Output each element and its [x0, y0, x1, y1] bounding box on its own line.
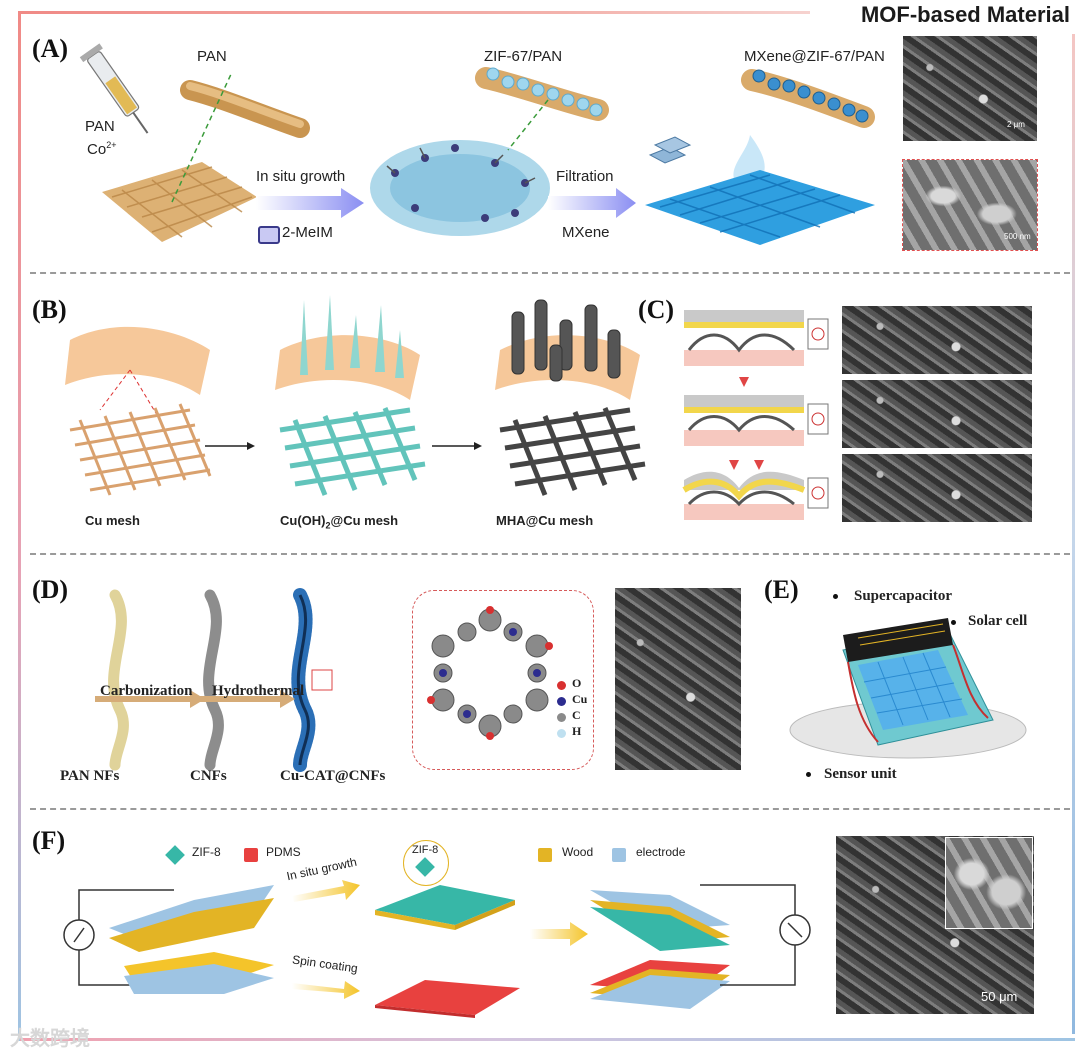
divider-3 — [30, 808, 1070, 810]
wood-legend-icon — [538, 848, 552, 862]
frame-right-border — [1072, 34, 1075, 1034]
arrow-b-2 — [432, 442, 482, 450]
mha-mesh — [495, 299, 646, 496]
legend-c-dot — [557, 713, 566, 722]
legend-o-label: O — [572, 676, 582, 690]
watermark: 大数跨境 — [10, 1028, 90, 1050]
f-in-situ-growth-label: In situ growth — [285, 854, 359, 884]
pdms-legend-label: PDMS — [266, 845, 301, 859]
arrow-b-1 — [205, 442, 255, 450]
sensor-unit-label: Sensor unit — [824, 766, 897, 782]
zif8-circle-label: ZIF-8 — [412, 844, 439, 856]
electrode-legend-label: electrode — [636, 845, 686, 859]
zif-pan-fiber — [475, 67, 609, 151]
fiber-conversion — [95, 588, 333, 772]
header-title: MOF-based Material — [860, 2, 1070, 27]
left-teng-circuit — [63, 885, 274, 994]
frame-top-border — [20, 11, 810, 14]
mof-structure-box — [412, 590, 594, 770]
sem-image-a-top — [903, 36, 1037, 141]
electrode-legend-icon — [612, 848, 626, 862]
cnfs-label: CNFs — [190, 768, 227, 784]
frame-bottom-border — [20, 1038, 1075, 1041]
pdms-coated-wood — [375, 980, 520, 1018]
melm-label: 2-MeIM — [282, 224, 333, 241]
supercapacitor-dot — [833, 594, 838, 599]
in-situ-growth-label: In situ growth — [256, 168, 346, 185]
pan-label: PAN — [197, 48, 227, 65]
zif8-legend-icon — [165, 845, 185, 865]
panel-d-label: (D) — [32, 575, 69, 604]
mxene-zif-fiber — [741, 69, 875, 128]
sem-image-c-3 — [842, 454, 1032, 522]
sensor-unit-dot — [806, 772, 811, 777]
supercapacitor-label: Supercapacitor — [854, 588, 953, 604]
spin-coating-label: Spin coating — [291, 952, 359, 976]
mxene-label: MXene — [562, 224, 610, 241]
legend-h-dot — [557, 729, 566, 738]
cu-mesh — [65, 326, 212, 496]
panel-e-label: (E) — [764, 575, 799, 604]
panel-a-label: (A) — [32, 34, 69, 63]
pan-fiber — [180, 80, 310, 138]
syringe-co-label: Co2+ — [87, 140, 117, 158]
panel-f-label: (F) — [32, 826, 66, 855]
zif-pan-label: ZIF-67/PAN — [484, 48, 563, 65]
syringe-icon — [79, 43, 149, 134]
panel-b-label: (B) — [32, 295, 67, 324]
mxene-mat — [645, 135, 875, 245]
legend-h-label: H — [572, 724, 582, 738]
pdms-legend-icon — [244, 848, 258, 862]
panel-c-label: (C) — [638, 295, 675, 324]
scale-bar-a-top: 2 μm — [1007, 120, 1025, 129]
mxene-zif-pan-label: MXene@ZIF-67/PAN — [744, 48, 885, 65]
legend-cu-label: Cu — [572, 692, 588, 706]
cu-cat-label: Cu-CAT@CNFs — [280, 768, 386, 784]
scale-bar-f: 50 μm — [981, 989, 1018, 1004]
mha-mesh-label: MHA@Cu mesh — [496, 513, 594, 528]
sem-image-f-inset — [945, 837, 1033, 929]
divider-2 — [30, 553, 1070, 555]
right-teng-circuit — [590, 884, 811, 1009]
hydrothermal-label: Hydrothermal — [212, 683, 305, 699]
solar-cell-label: Solar cell — [968, 613, 1028, 629]
solar-cell-dot — [951, 620, 956, 625]
self-powered-device — [789, 618, 1027, 759]
melm-molecule-icon — [258, 226, 280, 244]
arrow-in-situ — [256, 188, 364, 218]
arrow-f-in-situ — [292, 880, 360, 902]
zif8-coated-wood — [375, 885, 515, 930]
zif8-legend-label: ZIF-8 — [192, 845, 221, 859]
scale-bar-a-bottom: 500 nm — [1004, 232, 1031, 241]
divider-1 — [30, 272, 1070, 274]
pan-nfs-label: PAN NFs — [60, 768, 120, 784]
cuoh-mesh — [275, 295, 426, 496]
cu-mesh-label: Cu mesh — [85, 513, 140, 528]
filtration-label: Filtration — [556, 168, 614, 185]
carbonization-label: Carbonization — [100, 683, 193, 699]
pressure-sensor-schematic — [682, 310, 829, 520]
frame-left-border — [18, 11, 21, 1041]
wood-legend-label: Wood — [562, 845, 594, 859]
cuoh-mesh-label: Cu(OH)2@Cu mesh — [280, 513, 399, 531]
pan-mat — [102, 71, 257, 242]
sem-image-c-1 — [842, 306, 1032, 374]
sem-image-a-bottom — [902, 159, 1038, 251]
arrow-f-assemble — [530, 922, 588, 946]
sem-image-c-2 — [842, 380, 1032, 448]
mof-hexagon-structure — [427, 606, 553, 740]
sem-image-d — [615, 588, 741, 770]
zif8-circle — [403, 840, 449, 886]
arrow-filtration — [548, 188, 636, 218]
legend-c-label: C — [572, 708, 581, 722]
zif-pan-mat — [370, 140, 550, 236]
legend-o-dot — [557, 681, 566, 690]
arrow-f-spin — [292, 981, 360, 999]
syringe-pan-label: PAN — [85, 118, 115, 135]
legend-cu-dot — [557, 697, 566, 706]
